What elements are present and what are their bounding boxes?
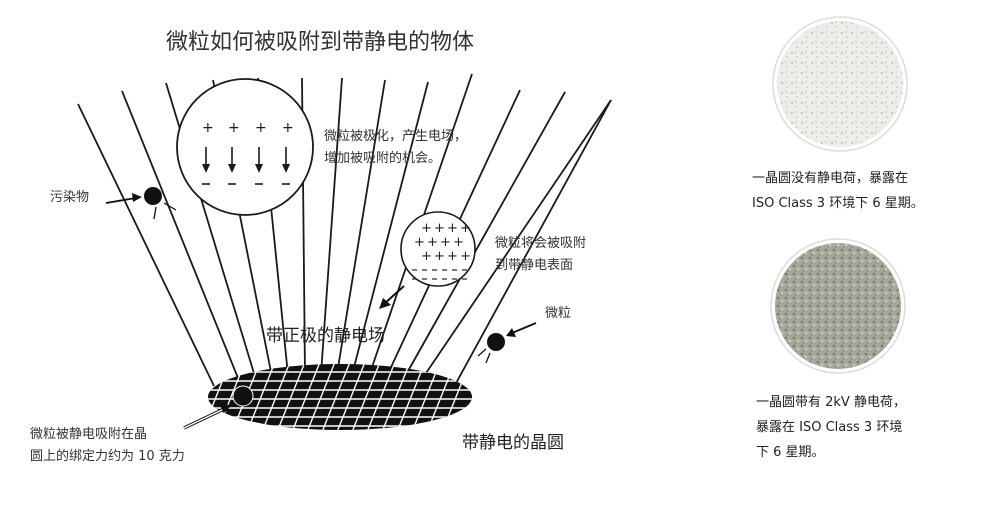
clean-wafer-caption: 一晶圆没有静电荷，暴露在 ISO Class 3 环境下 6 星期。 bbox=[752, 166, 924, 216]
charged-caption-line-3: 下 6 星期。 bbox=[756, 445, 825, 460]
charged-wafer bbox=[208, 364, 472, 430]
field-label: 带正极的静电场 bbox=[266, 326, 385, 346]
plus-charge: + bbox=[427, 235, 438, 250]
polarized-line-2: 增加被吸附的机会。 bbox=[324, 151, 442, 166]
clean-wafer-photo bbox=[772, 16, 908, 152]
attraction-arrow bbox=[379, 285, 405, 309]
bound-particle bbox=[183, 385, 254, 430]
plus-charge: + bbox=[228, 120, 240, 136]
field-line bbox=[77, 103, 215, 387]
field-line bbox=[320, 77, 343, 375]
clean-caption-line-1: 一晶圆没有静电荷，暴露在 bbox=[752, 171, 909, 186]
plus-charge: + bbox=[282, 120, 294, 136]
polarized-text: 微粒被极化，产生电场， 增加被吸附的机会。 bbox=[324, 126, 467, 170]
charged-caption-line-2: 暴露在 ISO Class 3 环境 bbox=[756, 420, 903, 435]
wafer-grid-line bbox=[291, 364, 321, 430]
charged-wafer-caption: 一晶圆带有 2kV 静电荷， 暴露在 ISO Class 3 环境 下 6 星期… bbox=[756, 390, 906, 465]
wafer-grid-line bbox=[351, 364, 381, 430]
field-line bbox=[121, 90, 241, 384]
field-line bbox=[351, 81, 429, 376]
wafer-label: 带静电的晶圆 bbox=[462, 433, 564, 453]
attracted-particle-magnifier: ++++++++++++ bbox=[400, 211, 476, 287]
bond-line-2: 圆上的绑定力约为 10 克力 bbox=[30, 449, 185, 464]
particle-label: 微粒 bbox=[545, 306, 572, 321]
plus-charge: + bbox=[440, 235, 451, 250]
polarized-particle-magnifier: + + + + bbox=[176, 78, 314, 216]
pollutant-label: 污染物 bbox=[50, 190, 90, 205]
diagram-title: 微粒如何被吸附到带静电的物体 bbox=[166, 30, 475, 55]
wafer-grid-line bbox=[306, 364, 336, 430]
plus-charge: + bbox=[202, 120, 214, 136]
plus-charge: + bbox=[434, 249, 445, 264]
field-line bbox=[419, 99, 612, 383]
field-arrowhead bbox=[255, 164, 263, 173]
attracted-text: 微粒将会被吸附 到带静电表面 bbox=[495, 233, 586, 277]
contaminated-wafer-photo bbox=[770, 238, 906, 374]
plus-charge: + bbox=[434, 221, 445, 236]
plus-charge: + bbox=[421, 249, 432, 264]
wafer-grid-line bbox=[396, 364, 426, 430]
plus-charge: + bbox=[447, 221, 458, 236]
bond-text: 微粒被静电吸附在晶 圆上的绑定力约为 10 克力 bbox=[30, 424, 185, 468]
field-arrowhead bbox=[228, 164, 236, 173]
polarized-line-1: 微粒被极化，产生电场， bbox=[324, 129, 468, 144]
plus-charge: + bbox=[414, 235, 425, 250]
wafer-grid-line bbox=[321, 364, 351, 430]
plus-charge: + bbox=[460, 221, 471, 236]
wafer-grid-line bbox=[336, 364, 366, 430]
field-arrowhead bbox=[202, 164, 210, 173]
wafer-grid-line bbox=[366, 364, 396, 430]
field-line bbox=[336, 79, 386, 375]
plus-charge: + bbox=[453, 235, 464, 250]
attracted-line-1: 微粒将会被吸附 bbox=[495, 236, 587, 251]
charged-caption-line-1: 一晶圆带有 2kV 静电荷， bbox=[756, 395, 906, 410]
field-line bbox=[402, 91, 566, 381]
bond-line-1: 微粒被静电吸附在晶 bbox=[30, 427, 148, 442]
plus-charge: + bbox=[447, 249, 458, 264]
wafer-grid-line bbox=[246, 364, 276, 430]
plus-charge: + bbox=[255, 120, 267, 136]
clean-caption-line-2: ISO Class 3 环境下 6 星期。 bbox=[752, 196, 924, 211]
attracted-line-2: 到带静电表面 bbox=[495, 258, 574, 273]
wafer-grid-line bbox=[381, 364, 411, 430]
plus-charge: + bbox=[460, 249, 471, 264]
field-line bbox=[454, 99, 612, 386]
wafer-grid-line bbox=[261, 364, 291, 430]
wafer-grid-line bbox=[276, 364, 306, 430]
pollutant-particle bbox=[105, 187, 177, 220]
particle-right bbox=[477, 322, 537, 364]
field-arrowhead bbox=[282, 164, 290, 173]
plus-charge: + bbox=[421, 221, 432, 236]
